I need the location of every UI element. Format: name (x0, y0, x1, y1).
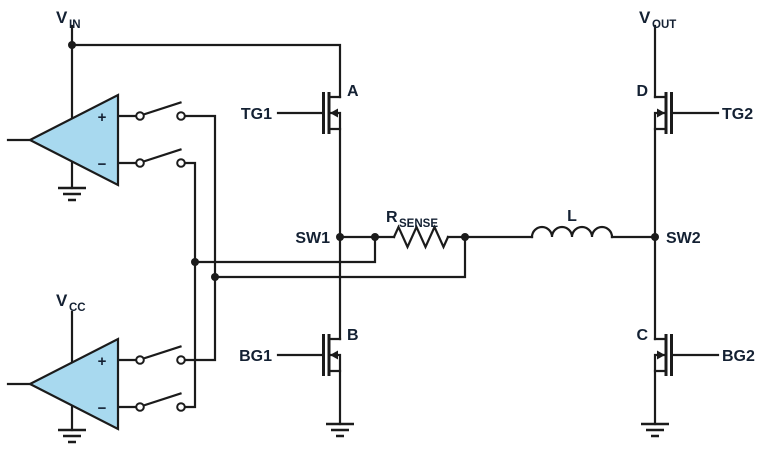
sw2-label: SW2 (666, 230, 701, 247)
vout-label: V OUT (639, 8, 676, 31)
wires (6, 24, 720, 432)
ground-fet-b (326, 422, 354, 438)
ground-bottom-comparator (58, 428, 86, 444)
mosfet-b (322, 334, 342, 376)
phase-select-switches (135, 101, 186, 412)
top-comparator-body (27, 93, 120, 187)
vin-rail-wire (70, 24, 342, 99)
fet-b-label: B (347, 327, 359, 344)
inductor (530, 225, 614, 239)
fet-d-label: D (636, 83, 648, 100)
switch-blade (142, 392, 182, 407)
bg1-label: BG1 (239, 348, 272, 365)
rsense-left-tap-dot (371, 233, 379, 241)
kelvin-sense-left-wire (193, 235, 377, 264)
svg-text:IN: IN (69, 19, 81, 31)
svg-text:CC: CC (69, 302, 86, 314)
mosfet-c (653, 334, 673, 376)
bg2-label: BG2 (722, 348, 755, 365)
svg-text:V: V (56, 8, 68, 27)
rsense-resistor (392, 224, 450, 250)
sense-bus-a-tap-dot (211, 273, 219, 281)
svg-text:SENSE: SENSE (399, 218, 438, 230)
top-comparator-plus-sign: + (98, 109, 107, 126)
switch-bottom-plus (135, 345, 186, 365)
switch-contact (135, 158, 145, 168)
switch-blade (142, 345, 182, 360)
bottom-comparator: + − (27, 337, 120, 431)
switch-top-minus (135, 148, 186, 168)
mosfet-c-arrow-icon (657, 350, 665, 360)
bottom-comparator-plus-sign: + (98, 353, 107, 370)
ground-fet-c (641, 422, 669, 438)
tg1-label: TG1 (241, 106, 272, 123)
top-comparator: + − (27, 93, 120, 187)
switch-contact (135, 402, 145, 412)
switch-contact (176, 158, 186, 168)
bottom-comparator-minus-sign: − (98, 400, 107, 417)
sw1-label: SW1 (295, 230, 330, 247)
mosfet-d (653, 92, 673, 134)
switch-contact (176, 355, 186, 365)
bottom-comparator-body (27, 337, 120, 431)
vin-label: V IN (56, 8, 81, 31)
fet-c-label: C (636, 327, 648, 344)
svg-text:R: R (386, 209, 398, 226)
junction-dots (68, 41, 659, 281)
switch-blade (142, 148, 182, 163)
sw2-junction-dot (651, 233, 659, 241)
labels: V IN V OUT V CC R SENSE L SW1 SW2 TG1 BG… (56, 8, 755, 365)
rsense-label: R SENSE (386, 209, 438, 230)
sense-bus-b-tap-dot (191, 258, 199, 266)
vcc-label: V CC (56, 291, 86, 314)
svg-text:V: V (639, 8, 651, 27)
mosfet-b-arrow-icon (330, 350, 338, 360)
sense-bus-a-wire (183, 114, 217, 362)
top-comparator-minus-sign: − (98, 156, 107, 173)
mosfet-a (322, 92, 342, 134)
vin-junction-dot (68, 41, 76, 49)
switch-top-plus (135, 101, 186, 121)
inductor-label: L (567, 208, 577, 225)
switch-bottom-minus (135, 392, 186, 412)
switch-blade (142, 101, 182, 116)
tg2-label: TG2 (722, 106, 753, 123)
kelvin-sense-right-wire (213, 235, 467, 279)
mosfet-d-arrow-icon (657, 108, 665, 118)
sw1-junction-dot (336, 233, 344, 241)
switch-contact (135, 355, 145, 365)
switch-contact (176, 402, 186, 412)
rsense-right-tap-dot (461, 233, 469, 241)
switch-contact (135, 111, 145, 121)
svg-text:V: V (56, 291, 68, 310)
ground-symbols (58, 186, 669, 444)
switch-contact (176, 111, 186, 121)
ground-top-comparator (58, 186, 86, 202)
fet-a-label: A (347, 83, 359, 100)
svg-text:OUT: OUT (652, 19, 676, 31)
sense-bus-b-wire (183, 161, 197, 409)
mosfet-a-arrow-icon (330, 108, 338, 118)
